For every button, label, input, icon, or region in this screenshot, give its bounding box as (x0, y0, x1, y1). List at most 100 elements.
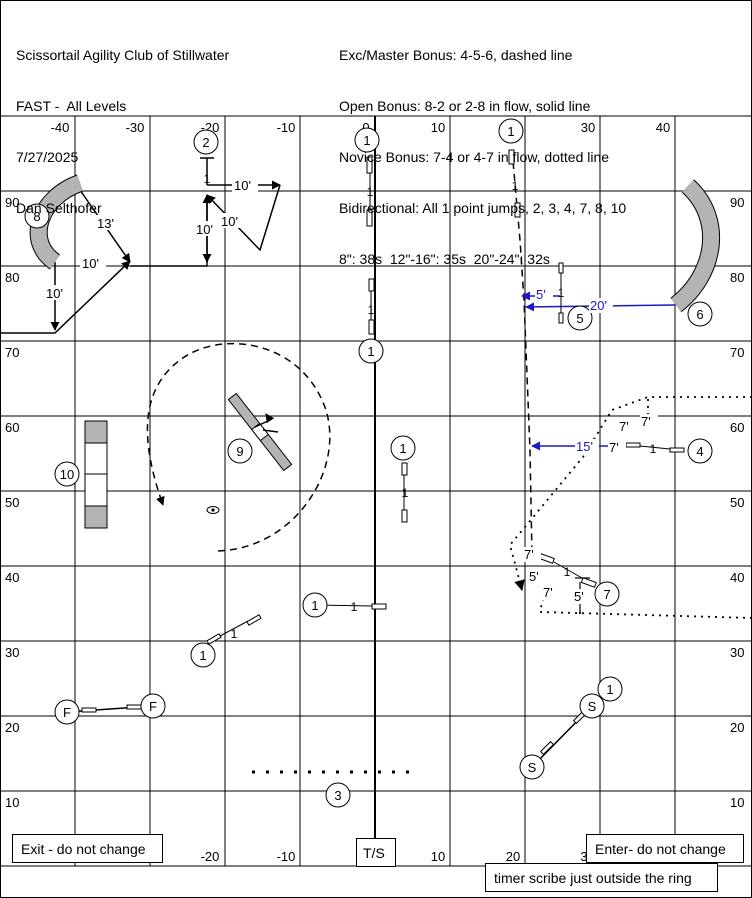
svg-text:1: 1 (606, 682, 613, 697)
svg-text:1: 1 (199, 648, 206, 663)
x-label-bottom: 20 (506, 849, 520, 864)
jump-point-label: 1 (368, 303, 375, 317)
trial-date: 7/27/2025 (16, 149, 79, 165)
obstacle-1-left: 1 (190, 642, 216, 668)
svg-text:F: F (149, 699, 157, 714)
svg-text:1: 1 (363, 133, 370, 148)
x-label-bottom: -20 (201, 849, 220, 864)
svg-text:1: 1 (507, 124, 514, 139)
y-label-right: 30 (730, 645, 744, 660)
x-label-bottom: 3 (580, 849, 587, 864)
jump-point-label: 1 (402, 486, 409, 500)
x-label: 40 (656, 120, 670, 135)
x-label-bottom: -10 (277, 849, 296, 864)
obstacle-1-center: 1 (358, 338, 384, 364)
y-label: 60 (5, 420, 19, 435)
obstacle-7: 7 (594, 581, 620, 607)
y-label: 50 (5, 495, 19, 510)
bonus-line: Open Bonus: 8-2 or 2-8 in flow, solid li… (339, 98, 591, 114)
y-label-right: 90 (730, 195, 744, 210)
x-label: 30 (581, 120, 595, 135)
bonus-distance-label: 20' (590, 298, 607, 313)
finish-marker: F (140, 693, 166, 719)
obstacle-1-top: 1 (354, 127, 380, 153)
timer-start-label: T/S (363, 845, 385, 861)
exit-box (12, 834, 163, 863)
distance-label: 10' (234, 178, 251, 193)
x-label: 0 (362, 120, 369, 135)
obstacle-4: 4 (687, 438, 713, 464)
enter-box (586, 834, 744, 863)
jump-point-label: 1 (558, 286, 565, 300)
y-label-right: 50 (730, 495, 744, 510)
header-left: Scissortail Agility Club of Stillwater F… (16, 13, 229, 251)
y-label: 40 (5, 570, 19, 585)
obstacle-1-mid: 1 (390, 435, 416, 461)
y-label-right: 20 (730, 720, 744, 735)
obstacle-2: 2 (193, 129, 219, 155)
y-label-right: 40 (730, 570, 744, 585)
timer-scribe-box (485, 863, 718, 892)
tunnel-6-fill (670, 180, 719, 312)
distance-label: 10' (46, 286, 63, 301)
x-label-bottom: 10 (431, 849, 445, 864)
y-label: 80 (5, 270, 19, 285)
obstacle-5: 5 (567, 305, 593, 331)
header-right: Exc/Master Bonus: 4-5-6, dashed line Ope… (339, 13, 626, 302)
exit-label: Exit - do not change (21, 841, 146, 857)
seesaw-arrow (254, 413, 279, 433)
distance-label: 10' (196, 222, 213, 237)
y-label: 20 (5, 720, 19, 735)
start-marker: S (579, 693, 605, 719)
finish-marker: F (54, 699, 80, 725)
bidirectional-line: Bidirectional: All 1 point jumps, 2, 3, … (339, 200, 627, 216)
y-label: 30 (5, 645, 19, 660)
obstacle-9: 9 (227, 438, 253, 464)
obstacle-1-start: 1 (597, 676, 623, 702)
jump-point-label: 1 (231, 627, 238, 641)
distance-label: 13' (97, 216, 114, 231)
svg-text:1: 1 (399, 441, 406, 456)
svg-text:8: 8 (33, 209, 40, 224)
y-label: 70 (5, 345, 19, 360)
distance-label: 10' (221, 214, 238, 229)
camera-icon (206, 506, 220, 514)
jump-point-label: 1 (367, 185, 374, 199)
y-label-right: 80 (730, 270, 744, 285)
jump-wings (81, 149, 685, 756)
obstacle-3: 3 (325, 782, 351, 808)
svg-text:5: 5 (576, 311, 583, 326)
distance-label: 5' (529, 569, 539, 584)
obstacle-1-right-top: 1 (498, 118, 524, 144)
distance-label: 7' (641, 414, 651, 429)
obstacle-9-seesaw (227, 392, 293, 472)
x-label: -30 (126, 120, 145, 135)
obstacle-6: 6 (687, 301, 713, 327)
jump-point-label: 1 (204, 172, 211, 186)
enter-label: Enter- do not change (595, 841, 726, 857)
obstacle-10: 10 (54, 461, 80, 487)
svg-text:F: F (63, 705, 71, 720)
y-label-right: 10 (730, 795, 744, 810)
obstacle-10-frame (84, 420, 108, 529)
y-label-right: 70 (730, 345, 744, 360)
x-label: -10 (277, 120, 296, 135)
distance-label: 7' (543, 585, 553, 600)
svg-text:4: 4 (696, 444, 703, 459)
svg-text:S: S (588, 699, 597, 714)
svg-text:10: 10 (60, 467, 74, 482)
timer-start-box (356, 838, 396, 867)
svg-text:S: S (528, 760, 537, 775)
distance-label: 7' (609, 440, 619, 455)
svg-text:1: 1 (367, 344, 374, 359)
x-label: 10 (431, 120, 445, 135)
distance-label: 5' (574, 589, 584, 604)
class-name: FAST - All Levels (16, 98, 127, 114)
x-label: -40 (51, 120, 70, 135)
y-label-right: 60 (730, 420, 744, 435)
bonus-distance-label: 5' (536, 287, 546, 302)
bonus-line: Novice Bonus: 7-4 or 4-7 in flow, dotted… (339, 149, 610, 165)
timer-scribe-label: timer scribe just outside the ring (494, 870, 692, 886)
